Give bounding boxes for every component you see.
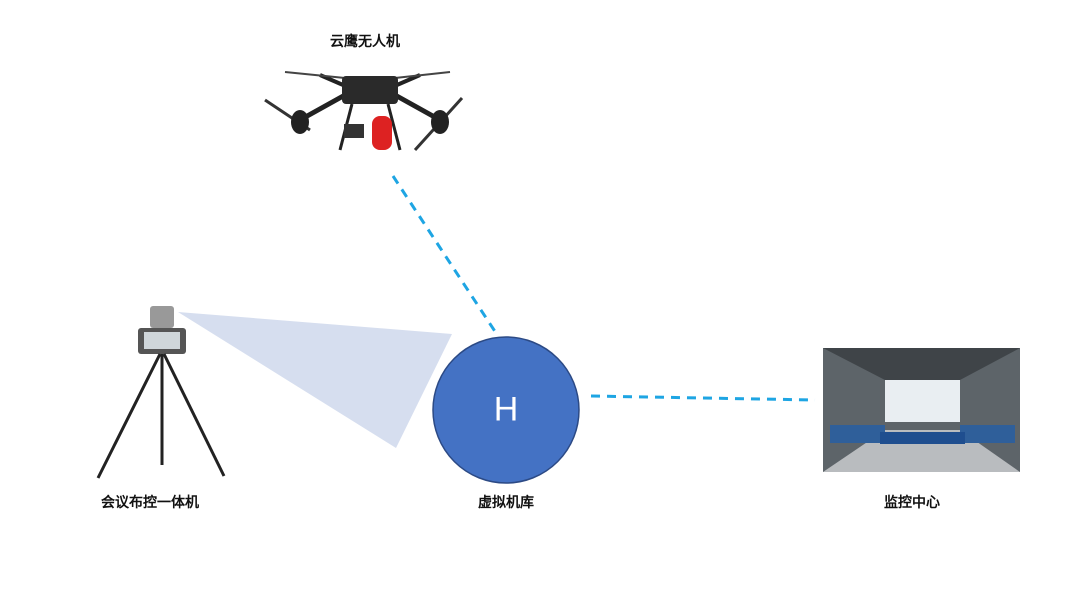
center-label: 监控中心 xyxy=(884,495,940,511)
hub-circle xyxy=(432,336,580,484)
drone-label: 云鹰无人机 xyxy=(330,34,400,50)
tripod-camera-icon xyxy=(96,306,226,479)
hub-letter: H xyxy=(493,390,519,429)
camera-label: 会议布控一体机 xyxy=(101,495,199,511)
camera-view-beam xyxy=(178,312,452,448)
hub-label: 虚拟机库 xyxy=(478,495,534,511)
link-hub-center xyxy=(590,394,816,402)
link-drone-hub xyxy=(391,175,500,337)
control-room-icon xyxy=(823,348,1020,472)
drone-icon xyxy=(264,71,464,152)
